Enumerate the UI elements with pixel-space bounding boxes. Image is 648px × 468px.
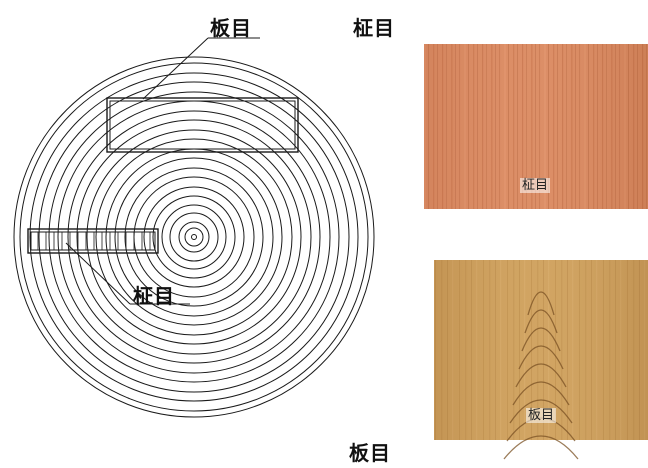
growth-ring	[57, 100, 331, 374]
growth-ring	[95, 138, 293, 336]
growth-ring	[178, 221, 210, 253]
callout-label-masame: 柾目	[133, 284, 175, 308]
growth-ring	[169, 212, 219, 262]
photo-label-masame: 柾目	[520, 178, 551, 193]
growth-rings	[13, 56, 375, 418]
growth-ring	[114, 157, 274, 317]
itame-grain-arch	[521, 327, 561, 352]
growth-ring	[67, 110, 321, 364]
callout-leader-top	[142, 37, 260, 100]
photo-label-itame: 板目	[526, 408, 557, 423]
growth-ring	[184, 227, 204, 247]
growth-ring	[29, 72, 359, 402]
growth-ring	[161, 204, 227, 270]
growth-ring	[124, 167, 264, 307]
growth-ring	[19, 62, 369, 412]
growth-ring	[38, 81, 350, 393]
itame-grain-arch	[515, 363, 567, 388]
growth-ring	[76, 119, 312, 355]
itame-photo	[434, 260, 648, 460]
heading-masame: 柾目	[353, 16, 395, 40]
growth-ring	[13, 56, 375, 418]
itame-grain-arch	[524, 309, 558, 334]
callout-leader-left	[65, 242, 190, 305]
masame-cut-rectangle	[27, 228, 159, 254]
growth-ring	[152, 195, 236, 279]
itame-cut-rectangle	[106, 97, 299, 153]
growth-ring	[133, 176, 255, 298]
growth-ring	[86, 129, 302, 345]
growth-ring	[48, 91, 340, 383]
itame-grain-arch	[509, 399, 573, 424]
itame-grain-arch	[512, 381, 570, 406]
callout-label-itame: 板目	[210, 16, 252, 40]
growth-ring	[143, 186, 245, 288]
pith	[191, 234, 197, 240]
heading-itame: 板目	[349, 441, 391, 465]
itame-grain-arch	[518, 345, 564, 370]
itame-grain-arch	[527, 291, 555, 316]
itame-grain-arch	[503, 435, 579, 460]
